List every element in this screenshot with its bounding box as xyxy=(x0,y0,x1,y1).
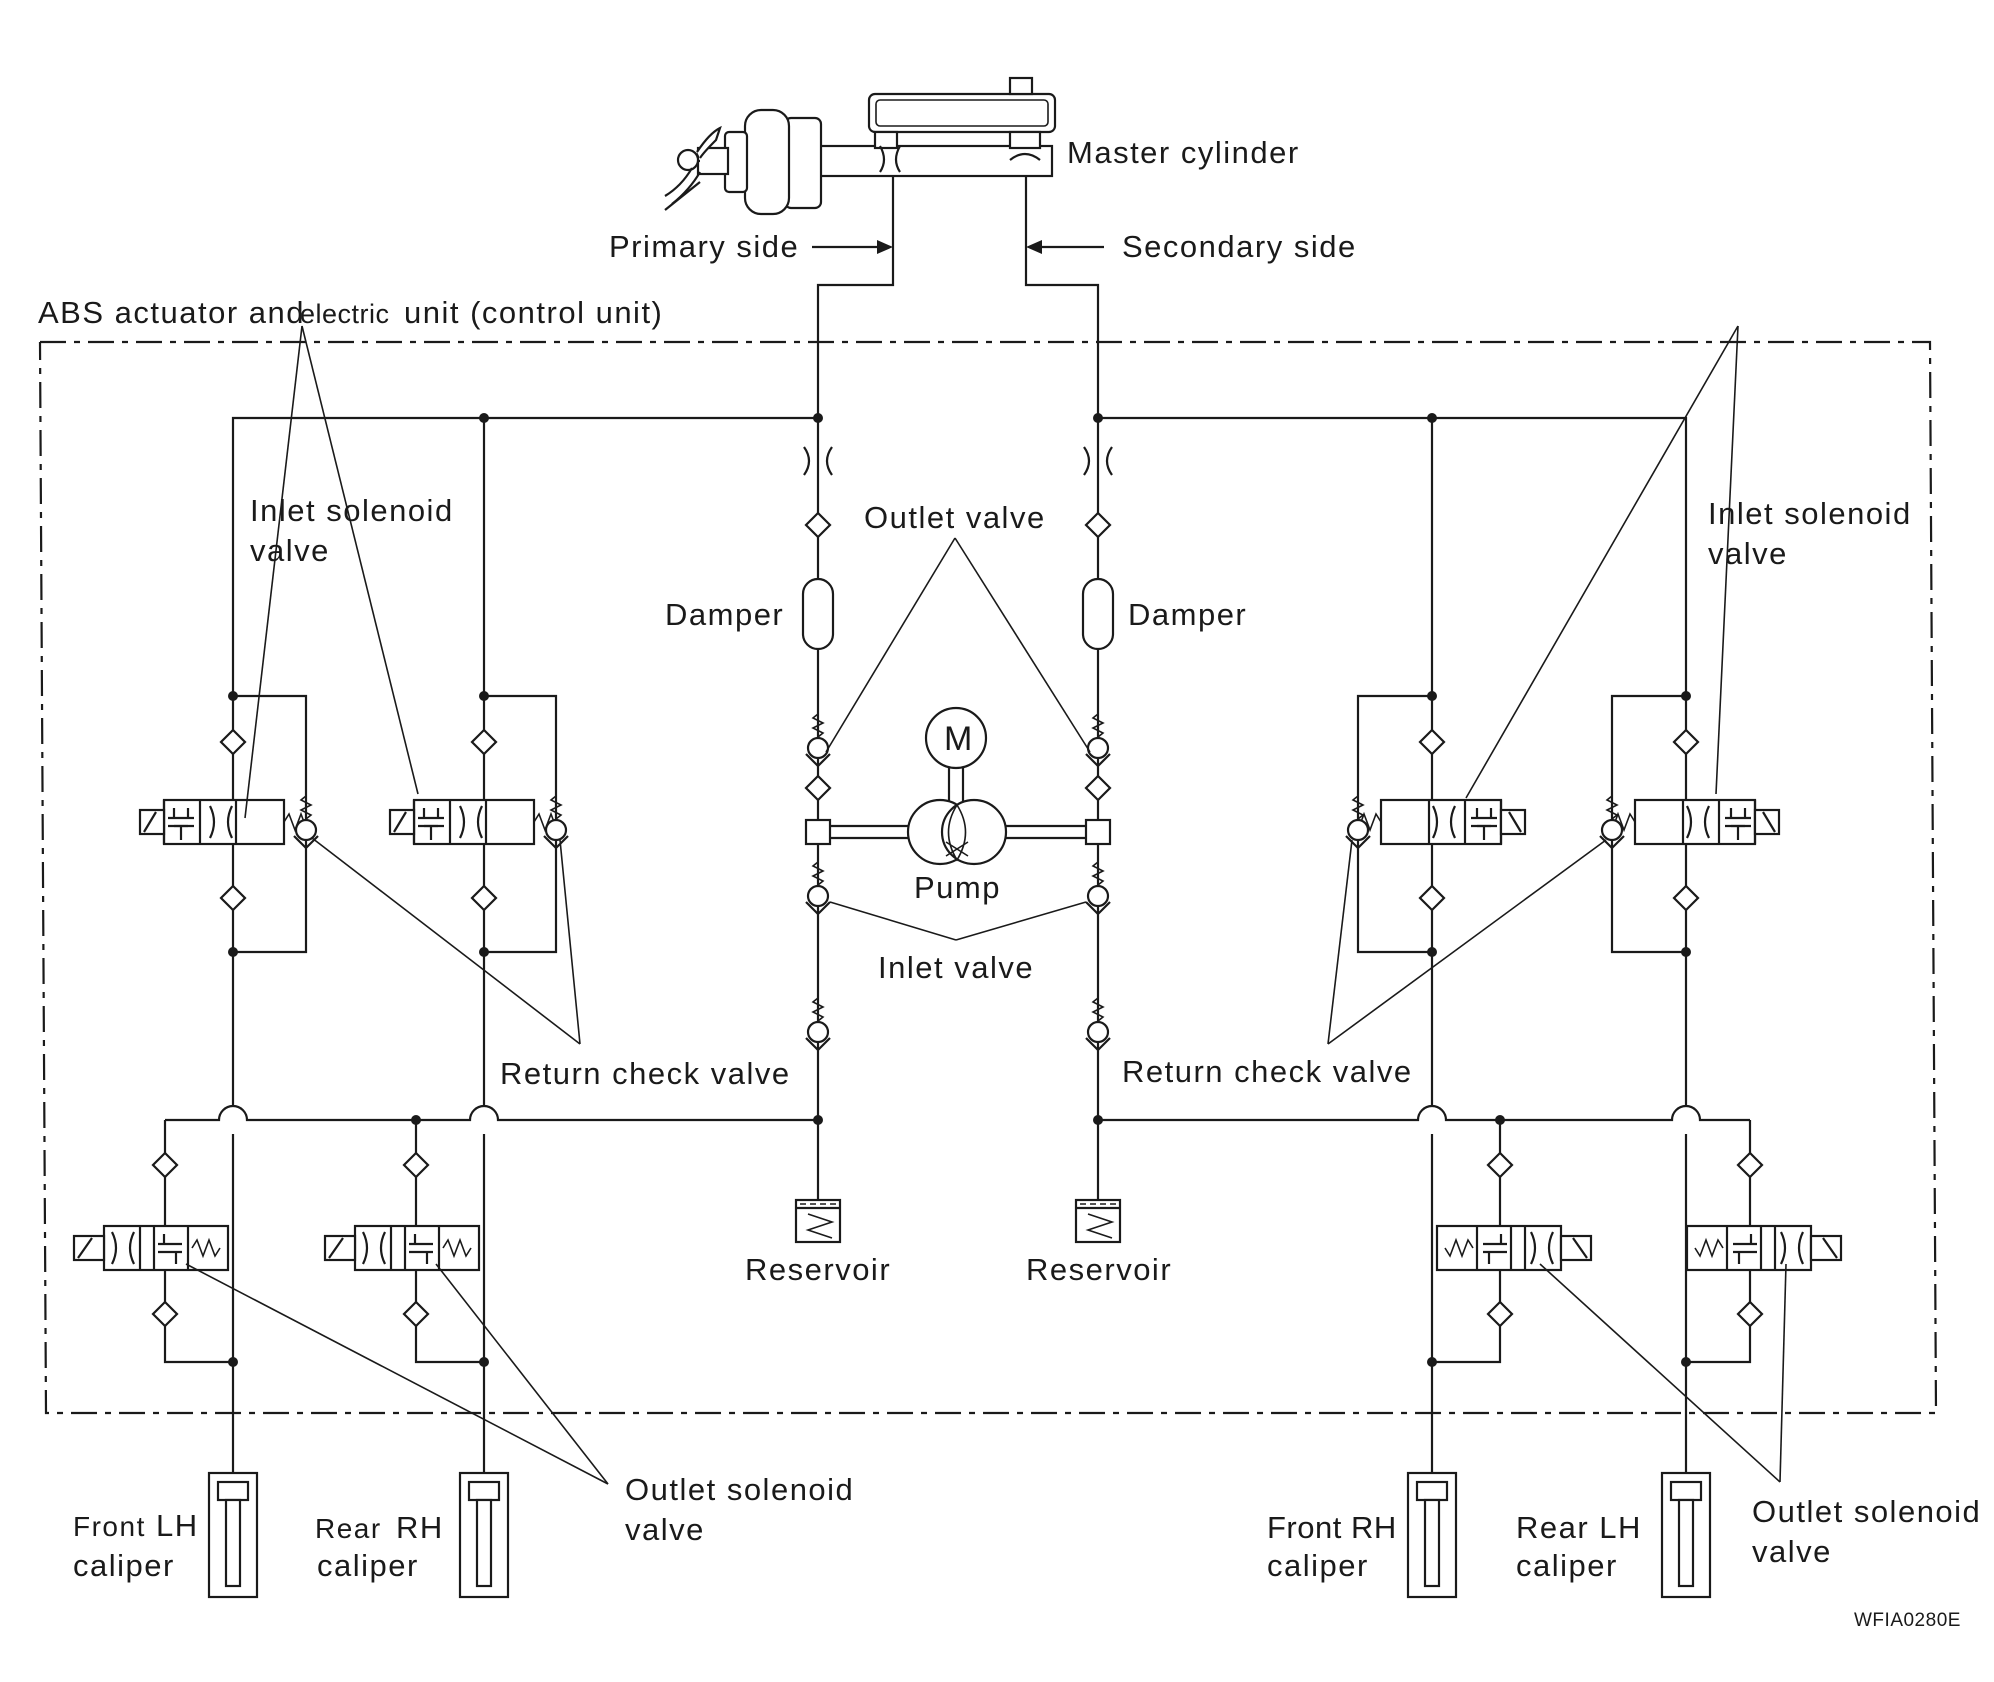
inlet-solenoid-right-label-1: Inlet solenoid xyxy=(1708,496,1912,531)
rear-lh-label-a: Rear LH xyxy=(1516,1510,1642,1545)
primary-side-label: Primary side xyxy=(609,229,799,264)
caliper-rear-lh xyxy=(1660,1471,1712,1599)
motor-label: M xyxy=(944,720,974,758)
figure-code: WFIA0280E xyxy=(1854,1610,1961,1631)
reservoir-right-label: Reservoir xyxy=(1026,1252,1172,1287)
leader-lines xyxy=(185,325,1787,1485)
left-channels xyxy=(72,691,570,1473)
master-cylinder xyxy=(664,76,1057,216)
outlet-solenoid-right-label-2: valve xyxy=(1752,1534,1832,1569)
damper-left-label: Damper xyxy=(665,597,784,632)
secondary-side-label: Secondary side xyxy=(1122,229,1357,264)
pump-label: Pump xyxy=(914,870,1001,905)
right-channels xyxy=(1344,691,1843,1473)
front-rh-label-a: Front RH xyxy=(1267,1510,1397,1545)
abs-unit-label-c: unit (control unit) xyxy=(404,295,663,330)
abs-unit-label-b: electric xyxy=(300,299,390,329)
caliper-front-rh xyxy=(1406,1471,1458,1599)
outlet-valve-label: Outlet valve xyxy=(864,500,1046,535)
rear-rh-label-b: RH xyxy=(396,1510,444,1545)
inlet-solenoid-left-label-1: Inlet solenoid xyxy=(250,493,454,528)
secondary-line xyxy=(1024,176,1100,418)
damper-right-label: Damper xyxy=(1128,597,1247,632)
caliper-front-lh xyxy=(207,1471,259,1599)
front-lh-label-b: LH xyxy=(156,1508,199,1543)
rear-lh-label-b: caliper xyxy=(1516,1548,1618,1583)
front-rh-label-b: caliper xyxy=(1267,1548,1369,1583)
reservoir-left-label: Reservoir xyxy=(745,1252,891,1287)
damper-left xyxy=(801,577,835,651)
inlet-solenoid-left-label-2: valve xyxy=(250,533,330,568)
return-check-left-label: Return check valve xyxy=(500,1056,791,1091)
reservoir-right xyxy=(1074,1198,1122,1244)
caliper-rear-rh xyxy=(458,1471,510,1599)
abs-unit-boundary xyxy=(38,340,1938,1415)
abs-unit-label-a: ABS actuator and xyxy=(38,295,305,330)
motor-icon xyxy=(924,706,988,770)
damper-right xyxy=(1081,577,1115,651)
front-lh-label-c: caliper xyxy=(73,1548,175,1583)
master-cylinder-label: Master cylinder xyxy=(1067,135,1300,170)
outlet-solenoid-right-label-1: Outlet solenoid xyxy=(1752,1494,1981,1529)
outlet-solenoid-left-label-1: Outlet solenoid xyxy=(625,1472,854,1507)
inlet-valve-label: Inlet valve xyxy=(878,950,1034,985)
rear-rh-label-a: Rear xyxy=(315,1513,382,1544)
return-check-right-label: Return check valve xyxy=(1122,1054,1413,1089)
front-lh-label-a: Front xyxy=(73,1511,146,1542)
pump-circuit xyxy=(794,418,1122,1244)
reservoir-left xyxy=(794,1198,842,1244)
rear-rh-label-c: caliper xyxy=(317,1548,419,1583)
primary-line xyxy=(816,176,895,418)
inlet-solenoid-right-label-2: valve xyxy=(1708,536,1788,571)
outlet-solenoid-left-label-2: valve xyxy=(625,1512,705,1547)
